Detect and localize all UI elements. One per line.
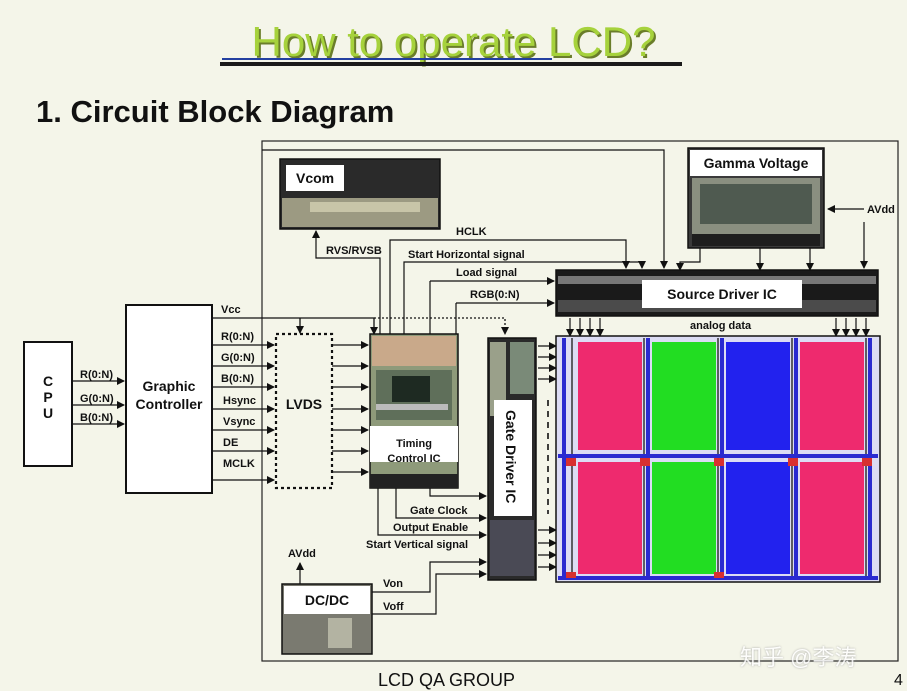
pixel-red: [578, 342, 642, 450]
source-driver-label: Source Driver IC: [667, 286, 777, 302]
lvds-to-timing-signals: [332, 341, 369, 476]
page-number: 4: [894, 672, 903, 689]
cpu-signal-b: B(0:N): [80, 412, 113, 424]
timing-to-gate-signals: Gate Clock Output Enable Start Vertical …: [366, 488, 487, 551]
lvds-block: LVDS: [274, 332, 334, 490]
output-enable-label: Output Enable: [393, 522, 468, 534]
gc-signal-vsync: Vsync: [223, 416, 255, 428]
avdd-gamma: AVdd: [827, 204, 895, 269]
gate-to-panel-arrows: [538, 342, 557, 571]
title-underline-accent: [222, 58, 552, 60]
start-vertical-label: Start Vertical signal: [366, 539, 468, 551]
avdd-gamma-label: AVdd: [867, 204, 895, 216]
pixel-green: [652, 462, 716, 574]
cpu-signals: R(0:N) G(0:N) B(0:N): [72, 369, 125, 428]
timing-control-block: Timing Control IC: [369, 333, 459, 489]
gate-driver-block: Gate Driver IC: [487, 337, 537, 581]
watermark: 知乎 @李涛: [740, 645, 857, 670]
section-heading: 1. Circuit Block Diagram: [36, 94, 395, 129]
cpu-block: C P U: [23, 341, 73, 467]
gc-signal-mclk: MCLK: [223, 458, 255, 470]
gc-signal-vcc: Vcc: [221, 304, 241, 316]
gamma-voltage-block: Gamma Voltage: [687, 147, 825, 249]
graphic-controller-label-1: Graphic: [143, 378, 196, 394]
pixel-red: [578, 462, 642, 574]
source-driver-block: Source Driver IC: [555, 269, 879, 317]
cpu-label-c: C: [43, 373, 53, 389]
timing-control-label-1: Timing: [396, 438, 432, 450]
gate-clock-label: Gate Clock: [410, 505, 468, 517]
gc-signals: Vcc R(0:N) G(0:N) B(0:N) Hsync Vsync DE …: [212, 304, 509, 484]
cpu-signal-r: R(0:N): [80, 369, 113, 381]
analog-data-arrows: analog data: [566, 318, 870, 337]
gamma-to-source-lines: [676, 248, 814, 271]
voff-label: Voff: [383, 601, 404, 613]
load-signal-label: Load signal: [456, 267, 517, 279]
pixel-red: [800, 342, 864, 450]
lcd-pixel-matrix: [555, 335, 881, 583]
cpu-label-p: P: [43, 389, 52, 405]
vcom-block: Vcom: [279, 158, 441, 230]
analog-data-label: analog data: [690, 320, 752, 332]
cpu-signal-g: G(0:N): [80, 393, 114, 405]
panel-outline: [261, 140, 899, 662]
pixel-red: [800, 462, 864, 574]
footer-group-name: LCD QA GROUP: [378, 670, 516, 690]
lvds-label: LVDS: [286, 396, 322, 412]
timing-to-source-signals: HCLK RVS/RVSB Start Horizontal signal Lo…: [262, 149, 668, 334]
pixel-green: [652, 342, 716, 450]
gc-signal-de: DE: [223, 437, 238, 449]
vcom-label: Vcom: [296, 170, 334, 186]
gate-driver-label: Gate Driver IC: [503, 410, 519, 503]
graphic-controller-label-2: Controller: [136, 396, 203, 412]
timing-control-label-2: Control IC: [387, 453, 440, 465]
von-label: Von: [383, 578, 403, 590]
gc-signal-r: R(0:N): [221, 331, 254, 343]
graphic-controller-block: Graphic Controller: [125, 304, 213, 494]
gamma-voltage-label: Gamma Voltage: [704, 155, 809, 171]
avdd-dcdc-label: AVdd: [288, 548, 316, 560]
title-underline: [220, 62, 682, 66]
hclk-label: HCLK: [456, 226, 487, 238]
start-horizontal-label: Start Horizontal signal: [408, 249, 525, 261]
rvs-label: RVS/RVSB: [326, 245, 382, 257]
pixel-blue: [726, 342, 790, 450]
dcdc-label: DC/DC: [305, 592, 349, 608]
dcdc-signals: AVdd Von Voff: [288, 548, 487, 615]
dcdc-block: DC/DC: [281, 583, 373, 655]
gc-signal-g: G(0:N): [221, 352, 255, 364]
gc-signal-b: B(0:N): [221, 373, 254, 385]
gc-signal-hsync: Hsync: [223, 395, 256, 407]
pixel-blue: [726, 462, 790, 574]
slide-title: How to operate LCD?: [251, 18, 656, 65]
cpu-label-u: U: [43, 405, 53, 421]
rgb-label: RGB(0:N): [470, 289, 520, 301]
